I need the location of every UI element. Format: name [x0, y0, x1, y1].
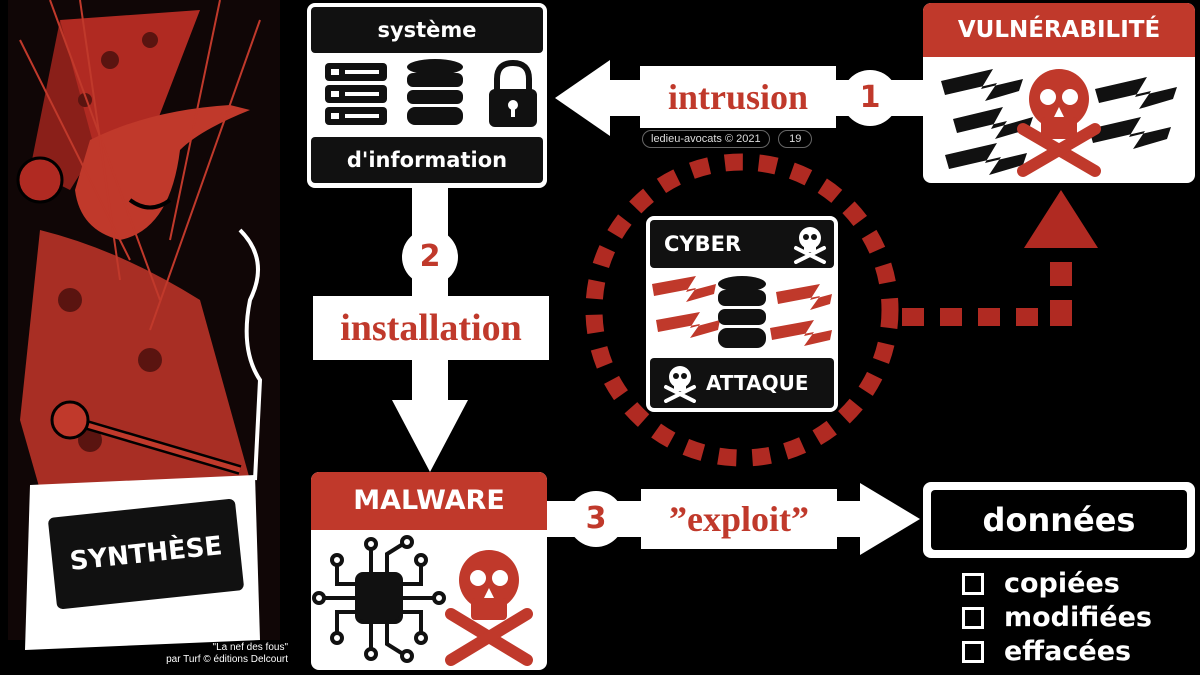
skull-icon — [794, 227, 826, 264]
arrow-1-head — [555, 60, 610, 136]
chip-icon — [312, 535, 446, 663]
list-item-label: modifiées — [1004, 602, 1152, 633]
cyber-label: CYBER — [664, 232, 742, 256]
list-item: effacées — [958, 634, 1188, 668]
arrow-3-head — [860, 483, 920, 555]
systeme-card: système d'information — [307, 3, 547, 188]
vulnerabilite-title: VULNÉRABILITÉ — [923, 3, 1195, 57]
credit: ledieu-avocats © 2021 19 — [642, 129, 813, 148]
skull-icon — [664, 366, 696, 403]
step-2-number: 2 — [402, 229, 458, 285]
malware-icons — [312, 535, 533, 666]
server-icon — [325, 63, 387, 125]
attaque-label-bar: ATTAQUE — [650, 358, 834, 408]
malware-title: MALWARE — [311, 472, 547, 530]
systeme-bottom-label: d'information — [311, 137, 543, 183]
database-icon — [407, 59, 463, 125]
donnees-title: données — [931, 490, 1187, 550]
list-item: modifiées — [958, 600, 1188, 634]
list-item: copiées — [958, 566, 1188, 600]
step-2-label: installation — [313, 296, 549, 360]
systeme-icons — [325, 59, 537, 127]
database-icon — [718, 276, 766, 348]
credit-page: 19 — [778, 130, 813, 148]
comic-panel: SYNTHÈSE "La nef des fous" par Turf © éd… — [0, 0, 290, 675]
dotted-ring — [585, 153, 899, 467]
vulnerabilite-icons — [941, 69, 1177, 177]
checkbox-icon — [962, 641, 984, 663]
malware-card: MALWARE — [311, 472, 547, 670]
lightning-icon — [941, 69, 1177, 175]
skull-crossbones-icon — [445, 550, 533, 666]
lightning-icon — [652, 276, 832, 346]
checkbox-icon — [962, 573, 984, 595]
step-3-number: 3 — [568, 491, 624, 547]
padlock-icon — [489, 59, 537, 127]
cyber-label-bar: CYBER — [650, 220, 834, 268]
arrow-2-shaft — [412, 188, 448, 403]
cyber-graphic — [652, 276, 832, 348]
caption-line-2: par Turf © éditions Delcourt — [166, 654, 288, 665]
skull-crossbones-icon — [1017, 69, 1101, 177]
donnees-list: copiées modifiées effacées — [958, 566, 1188, 668]
step-1-number: 1 — [842, 70, 898, 126]
step-1-label: intrusion — [640, 66, 836, 128]
list-item-label: effacées — [1004, 636, 1132, 667]
jester-illustration — [8, 0, 280, 650]
cyber-attaque-card: CYBER ATTAQUE — [646, 216, 838, 412]
donnees-box: données — [923, 482, 1195, 558]
caption: "La nef des fous" par Turf © éditions De… — [120, 642, 288, 666]
attaque-label: ATTAQUE — [706, 371, 809, 395]
dotted-arrow — [902, 190, 1098, 326]
checkbox-icon — [962, 607, 984, 629]
credit-text: ledieu-avocats © 2021 — [642, 130, 770, 148]
list-item-label: copiées — [1004, 568, 1120, 599]
systeme-top-label: système — [311, 7, 543, 53]
caption-line-1: "La nef des fous" — [212, 642, 288, 653]
vulnerabilite-card: VULNÉRABILITÉ — [923, 3, 1195, 183]
arrow-2-head — [392, 400, 468, 472]
step-3-label: ”exploit” — [641, 489, 837, 549]
